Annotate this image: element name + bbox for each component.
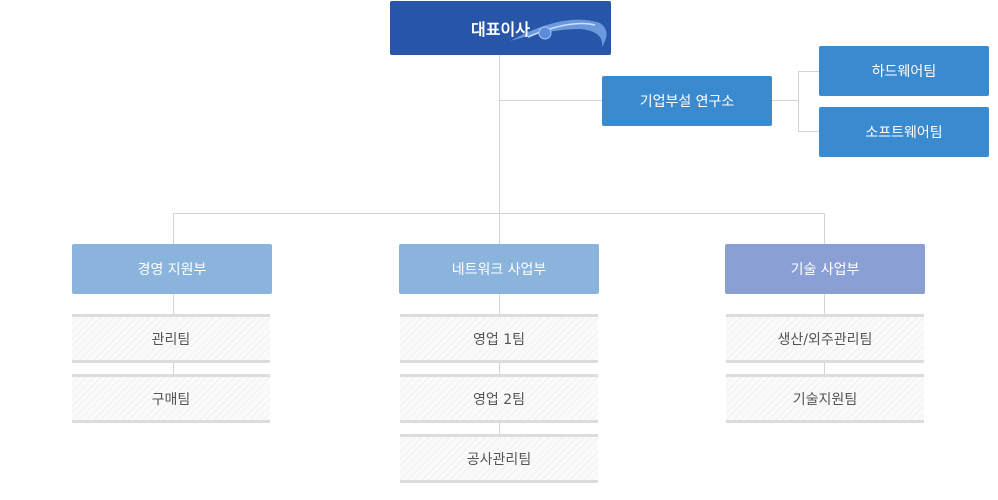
management-support-division: 경영 지원부 — [72, 244, 272, 294]
connector-ceo-lab — [499, 100, 602, 101]
software-team-label: 소프트웨어팀 — [865, 125, 943, 141]
team-box: 구매팀 — [72, 374, 270, 423]
swoosh-logo-icon — [510, 19, 607, 47]
team-label: 구매팀 — [151, 391, 191, 408]
technology-business-division: 기술 사업부 — [725, 244, 925, 294]
team-box: 공사관리팀 — [400, 434, 598, 483]
connector-division-center — [499, 213, 500, 244]
ceo-label: 대표이사 — [471, 20, 530, 39]
team-label: 공사관리팀 — [466, 451, 532, 468]
team-label: 영업 1팀 — [473, 331, 525, 348]
team-label: 생산/외주관리팀 — [777, 331, 873, 348]
hardware-team-box: 하드웨어팀 — [819, 46, 989, 96]
team-box: 생산/외주관리팀 — [726, 314, 924, 363]
team-box: 영업 1팀 — [400, 314, 598, 363]
connector-lab-hardware — [798, 71, 819, 72]
connector-division-left — [173, 213, 174, 244]
team-box: 기술지원팀 — [726, 374, 924, 423]
connector-ceo-vertical — [499, 55, 500, 214]
research-lab-box: 기업부설 연구소 — [602, 76, 772, 126]
connector-division-right — [824, 213, 825, 244]
hardware-team-label: 하드웨어팀 — [871, 64, 937, 80]
team-box: 영업 2팀 — [400, 374, 598, 423]
connector-lab-out — [772, 100, 799, 101]
software-team-box: 소프트웨어팀 — [819, 107, 989, 157]
division-label: 네트워크 사업부 — [451, 262, 547, 278]
team-label: 영업 2팀 — [473, 391, 525, 408]
research-lab-label: 기업부설 연구소 — [639, 94, 735, 110]
team-label: 관리팀 — [151, 331, 191, 348]
ceo-box: 대표이사 — [390, 1, 611, 55]
division-label: 경영 지원부 — [137, 262, 207, 278]
team-box: 관리팀 — [72, 314, 270, 363]
connector-lab-software — [798, 131, 819, 132]
network-business-division: 네트워크 사업부 — [399, 244, 599, 294]
team-label: 기술지원팀 — [792, 391, 858, 408]
division-label: 기술 사업부 — [790, 262, 860, 278]
connector-lab-bracket — [798, 71, 799, 132]
connector-teams-center — [499, 294, 500, 444]
